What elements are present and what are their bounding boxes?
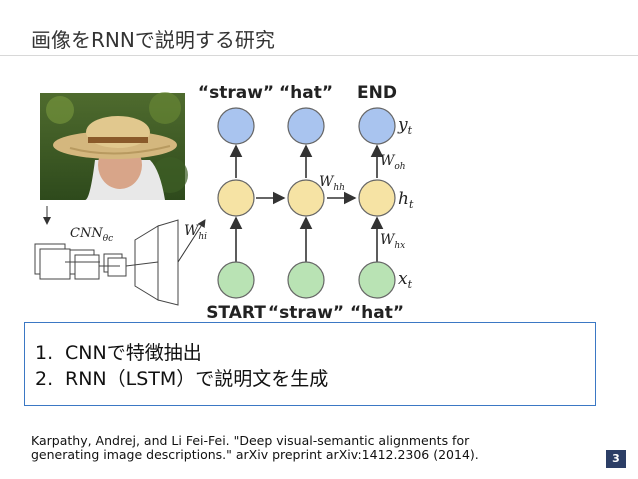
input-photo: [40, 92, 188, 200]
w-hh-sub: hh: [333, 183, 345, 193]
summary-item-2: 2.RNN（LSTM）で説明文を生成: [35, 366, 328, 392]
input-node-2: [288, 262, 324, 298]
citation: Karpathy, Andrej, and Li Fei-Fei. "Deep …: [31, 434, 571, 462]
rnn-caption-diagram: CNNθc Whi “straw” “hat” END START “straw…: [0, 0, 638, 330]
h-t-sub: t: [409, 198, 414, 211]
svg-text:Woh: Woh: [380, 153, 406, 172]
output-word-3: END: [357, 83, 397, 103]
summary-list: 1.CNNで特徴抽出 2.RNN（LSTM）で説明文を生成: [35, 340, 328, 392]
w-hi-label-sub: hi: [198, 232, 207, 242]
summary-box: 1.CNNで特徴抽出 2.RNN（LSTM）で説明文を生成: [24, 322, 596, 406]
hidden-node-1: [218, 180, 254, 216]
input-node-3: [359, 262, 395, 298]
page-number-badge: 3: [606, 450, 626, 468]
w-hx-sub: hx: [394, 241, 405, 251]
output-node-2: [288, 108, 324, 144]
summary-item-2-text: RNN（LSTM）で説明文を生成: [65, 368, 328, 390]
summary-item-2-number: 2.: [35, 366, 65, 392]
cnn-sketch: [35, 206, 205, 305]
summary-item-1: 1.CNNで特徴抽出: [35, 340, 328, 366]
svg-text:Whx: Whx: [380, 232, 405, 251]
svg-text:Whi: Whi: [184, 223, 207, 242]
y-t-label: y: [397, 115, 408, 135]
x-t-sub: t: [408, 278, 413, 291]
input-word-2: “straw”: [268, 303, 344, 323]
h-t-label: h: [398, 189, 409, 209]
input-word-1: START: [206, 303, 266, 323]
hidden-node-3: [359, 180, 395, 216]
cnn-label: CNN: [70, 226, 103, 241]
svg-text:xt: xt: [398, 269, 413, 291]
w-oh-sub: oh: [394, 162, 405, 172]
y-t-sub: t: [408, 124, 413, 137]
x-t-label: x: [398, 269, 408, 289]
svg-text:Whh: Whh: [319, 174, 345, 193]
svg-text:yt: yt: [397, 115, 413, 137]
cnn-label-sub: θc: [103, 234, 113, 244]
svg-text:ht: ht: [398, 189, 414, 211]
output-word-1: “straw”: [198, 83, 274, 103]
output-node-3: [359, 108, 395, 144]
output-node-1: [218, 108, 254, 144]
citation-line-2: generating image descriptions." arXiv pr…: [31, 447, 479, 462]
summary-item-1-text: CNNで特徴抽出: [65, 342, 202, 364]
svg-text:CNNθc: CNNθc: [70, 226, 113, 244]
input-node-1: [218, 262, 254, 298]
citation-line-1: Karpathy, Andrej, and Li Fei-Fei. "Deep …: [31, 433, 469, 448]
summary-item-1-number: 1.: [35, 340, 65, 366]
input-word-3: “hat”: [350, 303, 404, 323]
output-word-2: “hat”: [279, 83, 333, 103]
